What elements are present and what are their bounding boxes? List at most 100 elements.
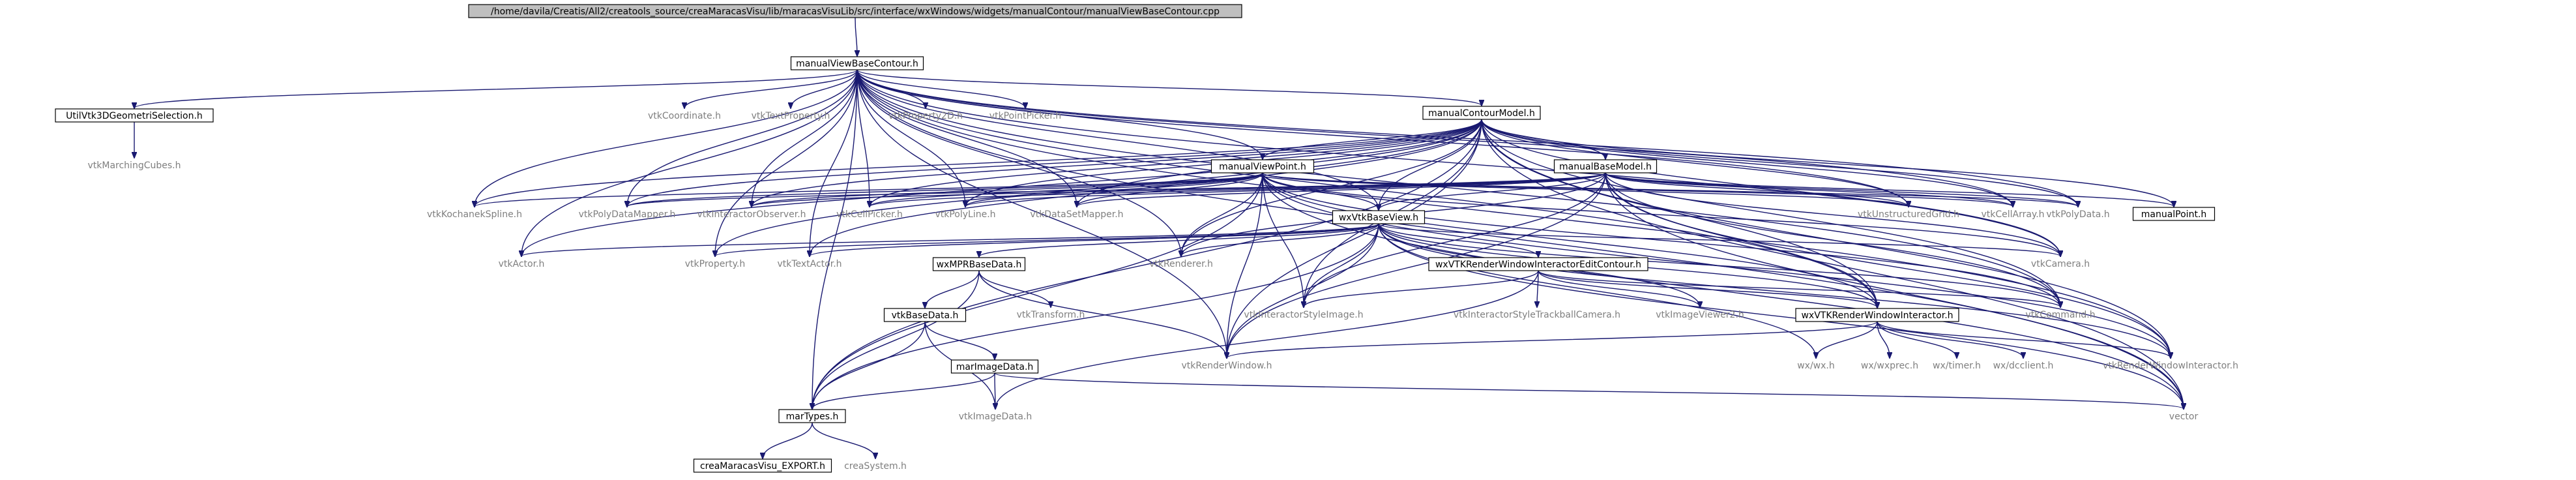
node-label: vtkPointPicker.h (989, 111, 1061, 121)
node-vpp[interactable]: vtkPointPicker.h (989, 111, 1061, 121)
node-box (2132, 207, 2216, 221)
node-mvp[interactable]: manualViewPoint.h (1210, 159, 1315, 173)
node-box (950, 359, 1039, 374)
edge-mvp-to-vec (1262, 172, 2184, 409)
node-vrwi[interactable]: vtkRenderWindowInteractor.h (2103, 361, 2238, 371)
node-label: vtkCellArray.h (1981, 209, 2044, 220)
node-viv2[interactable]: vtkImageViewer2.h (1656, 310, 1744, 320)
node-mcm[interactable]: manualContourModel.h (1422, 106, 1541, 120)
node-mbm[interactable]: manualBaseModel.h (1553, 159, 1658, 173)
node-vcam[interactable]: vtkCamera.h (2031, 259, 2090, 269)
node-label: manualContourModel.h (1428, 108, 1535, 119)
node-label: vector (2169, 412, 2199, 422)
node-mid[interactable]: marImageData.h (950, 359, 1039, 374)
node-label: vtkDataSetMapper.h (1030, 209, 1123, 220)
edge-mvp-to-vio (752, 172, 1263, 207)
edge-vbd-to-mid (924, 321, 995, 359)
edge-mvbc-to-vactor (521, 69, 858, 256)
node-vistc[interactable]: vtkInteractorStyleTrackballCamera.h (1454, 310, 1620, 320)
node-vid[interactable]: vtkImageData.h (959, 412, 1032, 422)
node-box (1553, 159, 1658, 173)
edge-mvp-to-vrw (1227, 172, 1263, 358)
node-wxvrwie[interactable]: wxVTKRenderWindowInteractorEditContour.h (1428, 257, 1648, 271)
edge-wxvrwi-to-wxtimer (1877, 321, 1957, 358)
node-label: manualViewPoint.h (1219, 162, 1306, 172)
edge-mcm-to-vcmd (1481, 119, 2060, 307)
edge-wxvbv-to-vrw (1227, 223, 1379, 358)
node-label: vtkPolyDataMapper.h (579, 209, 676, 220)
node-wxprec[interactable]: wx/wxprec.h (1861, 361, 1918, 371)
edge-mid-to-vec (994, 372, 2184, 409)
node-vtprop[interactable]: vtkTextProperty.h (752, 111, 830, 121)
edge-mbm-to-vpd (1605, 172, 2078, 207)
edge-mvbc-to-vta (810, 69, 858, 256)
node-vmc[interactable]: vtkMarchingCubes.h (88, 160, 181, 171)
node-box (693, 458, 832, 473)
node-label: vtkBaseData.h (892, 310, 959, 321)
node-vug[interactable]: vtkUnstructuredGrid.h (1858, 209, 1959, 220)
edge-mt-to-cmve (763, 422, 813, 458)
edge-wxvrwi-to-vrwi (1877, 321, 2171, 358)
edge-wxvbv-to-vrwi (1378, 223, 2171, 358)
node-vcp[interactable]: vtkCellPicker.h (836, 209, 903, 220)
edge-mcm-to-mt (812, 119, 1482, 409)
node-vren[interactable]: vtkRenderer.h (1149, 259, 1213, 269)
node-label: vtkCommand.h (2025, 310, 2095, 320)
node-vrw[interactable]: vtkRenderWindow.h (1182, 361, 1272, 371)
edge-wxvrwie-to-vid (995, 270, 1539, 409)
edge-mcm-to-vrw (1227, 119, 1482, 358)
edge-wxvbv-to-wxwx (1378, 223, 1816, 358)
edge-mvp-to-vdsm (1077, 172, 1263, 207)
node-label: vtkKochanekSpline.h (427, 209, 522, 220)
node-wxmpr[interactable]: wxMPRBaseData.h (932, 257, 1026, 271)
node-wxtimer[interactable]: wx/timer.h (1933, 361, 1981, 371)
node-vbd[interactable]: vtkBaseData.h (883, 308, 967, 322)
node-mpt[interactable]: manualPoint.h (2132, 207, 2216, 221)
node-uv3d[interactable]: UtilVtk3DGeometriSelection.h (55, 108, 214, 123)
edge-mcm-to-vcp (870, 119, 1482, 207)
edge-wxmpr-to-mt (812, 270, 980, 409)
edge-mbm-to-vug (1605, 172, 1909, 207)
node-vio[interactable]: vtkInteractorObserver.h (697, 209, 806, 220)
node-vpdm[interactable]: vtkPolyDataMapper.h (579, 209, 676, 220)
edge-mbm-to-wxvbv (1379, 172, 1606, 210)
node-wxvbv[interactable]: wxVtkBaseView.h (1332, 210, 1426, 224)
edge-mvbc-to-vprop (715, 69, 858, 256)
edge-mvp-to-wxvbv (1262, 172, 1379, 210)
node-label: vtkInteractorStyleTrackballCamera.h (1454, 310, 1620, 320)
node-wxwx[interactable]: wx/wx.h (1797, 361, 1835, 371)
node-visi[interactable]: vtkInteractorStyleImage.h (1244, 310, 1363, 320)
edge-mcm-to-vug (1481, 119, 1909, 207)
node-mvbc[interactable]: manualViewBaseContour.h (790, 56, 924, 70)
edge-mt-to-csys (812, 422, 875, 458)
node-vactor[interactable]: vtkActor.h (499, 259, 545, 269)
node-mt[interactable]: marTypes.h (778, 409, 846, 423)
edge-mvbc-to-vks (475, 69, 858, 207)
node-root[interactable]: /home/davila/Creatis/All2/creatools_sour… (468, 4, 1242, 18)
node-vpd[interactable]: vtkPolyData.h (2046, 209, 2109, 220)
edge-mcm-to-wxvbv (1379, 119, 1482, 210)
node-vpl[interactable]: vtkPolyLine.h (935, 209, 995, 220)
node-vdsm[interactable]: vtkDataSetMapper.h (1030, 209, 1123, 220)
edge-wxvbv-to-vta (810, 223, 1379, 256)
node-wxdc[interactable]: wx/dcclient.h (1993, 361, 2054, 371)
node-vta[interactable]: vtkTextActor.h (777, 259, 842, 269)
node-csys[interactable]: creaSystem.h (844, 461, 907, 472)
node-vcoord[interactable]: vtkCoordinate.h (648, 111, 721, 121)
edge-wxvbv-to-wxmpr (979, 223, 1379, 257)
node-label: vtkRenderWindow.h (1182, 361, 1272, 371)
node-vec[interactable]: vector (2169, 412, 2199, 422)
node-vp2d[interactable]: vtkProperty2D.h (888, 111, 963, 121)
edge-mcm-to-vpdm (627, 119, 1482, 207)
node-cmve[interactable]: creaMaracasVisu_EXPORT.h (693, 458, 832, 473)
node-label: marTypes.h (786, 412, 839, 422)
node-vca[interactable]: vtkCellArray.h (1981, 209, 2044, 220)
node-vks[interactable]: vtkKochanekSpline.h (427, 209, 522, 220)
node-wxvrwi[interactable]: wxVTKRenderWindowInteractor.h (1795, 308, 1959, 322)
edge-mvbc-to-wxvbv (856, 69, 1379, 210)
node-vprop[interactable]: vtkProperty.h (685, 259, 745, 269)
node-vtrans[interactable]: vtkTransform.h (1017, 310, 1085, 320)
node-vcmd[interactable]: vtkCommand.h (2025, 310, 2095, 320)
node-label: wxMPRBaseData.h (937, 260, 1022, 270)
node-box (1428, 257, 1648, 271)
